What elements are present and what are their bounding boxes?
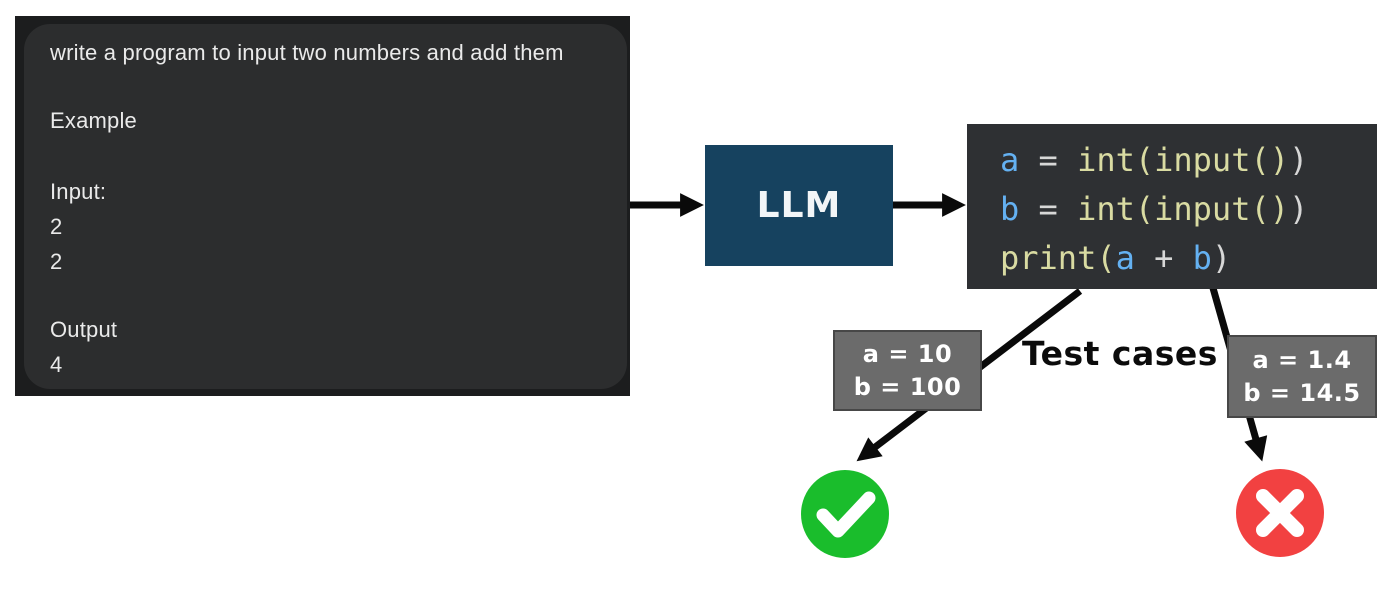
- code-token: =: [1019, 141, 1078, 179]
- prompt-panel-body: write a program to input two numbers and…: [24, 24, 627, 389]
- code-token: b: [1192, 239, 1212, 277]
- code-token: ): [1211, 239, 1232, 277]
- example-label: Example: [50, 108, 137, 133]
- code-token: a: [1000, 141, 1020, 179]
- input-label: Input:: [50, 179, 107, 204]
- output-value: 4: [50, 352, 63, 377]
- prompt-text: write a program to input two numbers and…: [50, 40, 564, 65]
- llm-label: LLM: [756, 185, 842, 226]
- llm-node: LLM: [705, 145, 893, 266]
- code-token: =: [1019, 190, 1078, 228]
- cross-icon: [1235, 468, 1325, 563]
- code-token: ): [1288, 141, 1309, 179]
- code-line: b = int(input()): [1000, 185, 1377, 234]
- code-line: print(a + b): [1000, 234, 1377, 283]
- code-token: b: [1000, 190, 1020, 228]
- test-case-fail-box: a = 1.4 b = 14.5: [1227, 335, 1377, 418]
- test-case-line: b = 100: [853, 372, 962, 401]
- input-value-2: 2: [50, 249, 63, 274]
- check-icon: [800, 469, 890, 564]
- code-token: +: [1134, 239, 1193, 277]
- code-block: a = int(input()) b = int(input()) print(…: [967, 124, 1377, 289]
- code-token: ): [1288, 190, 1309, 228]
- test-case-line: a = 1.4: [1252, 345, 1352, 374]
- input-value-1: 2: [50, 214, 63, 239]
- code-token: int(input(): [1077, 190, 1289, 228]
- code-token: int(input(): [1077, 141, 1289, 179]
- code-token: a: [1115, 239, 1135, 277]
- test-case-line: a = 10: [862, 339, 953, 368]
- code-line: a = int(input()): [1000, 136, 1377, 185]
- code-token: print(: [1000, 239, 1116, 277]
- test-case-pass-box: a = 10 b = 100: [833, 330, 982, 411]
- output-label: Output: [50, 317, 118, 342]
- test-case-line: b = 14.5: [1243, 378, 1361, 407]
- prompt-panel: write a program to input two numbers and…: [15, 16, 630, 396]
- test-cases-label: Test cases: [1022, 334, 1218, 373]
